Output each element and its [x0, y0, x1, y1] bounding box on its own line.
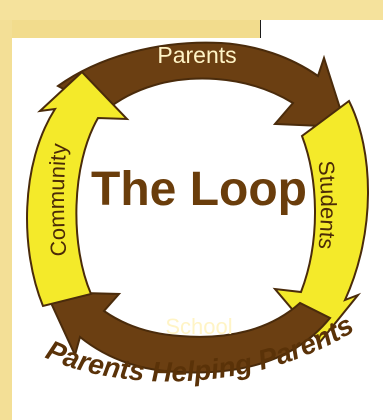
- community-label: Community: [44, 142, 72, 257]
- community-arrow-segment: [26, 70, 130, 308]
- card-top-yellow-strip: [12, 20, 260, 38]
- card-top-divider: [260, 20, 261, 38]
- parents-label: Parents: [157, 42, 236, 68]
- top-band: [0, 0, 383, 20]
- students-label: Students: [313, 159, 341, 250]
- loop-ring: [26, 41, 369, 374]
- school-label: School: [165, 314, 232, 339]
- students-arrow-segment: [272, 99, 369, 344]
- community-label-path: Community: [44, 142, 72, 257]
- students-label-path: Students: [313, 159, 341, 250]
- card-top-white-strip: [260, 20, 383, 38]
- parents-arrow-segment: [56, 41, 348, 129]
- school-arrow-segment: [44, 290, 332, 374]
- center-title: The Loop: [91, 163, 307, 216]
